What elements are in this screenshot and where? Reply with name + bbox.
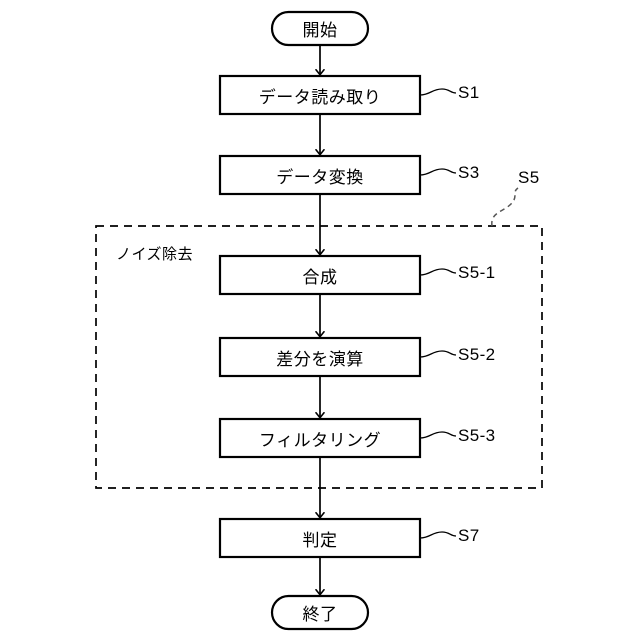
leader-line-s3 — [419, 168, 457, 176]
node-shape-convert-data[interactable] — [218, 154, 422, 196]
step-tag-s1: S1 — [458, 83, 480, 102]
leader-line-s1 — [419, 88, 457, 96]
step-tag-s5: S5 — [518, 168, 540, 187]
node-shape-read-data[interactable] — [218, 74, 422, 116]
step-tag-s3: S3 — [458, 163, 480, 182]
node-shape-end[interactable] — [270, 594, 370, 631]
step-tag-s5-2: S5-2 — [458, 345, 496, 364]
step-tag-s7: S7 — [458, 526, 480, 545]
group-box-noise-removal — [95, 225, 543, 489]
group-caption-noise-removal: ノイズ除去 — [116, 246, 194, 263]
leader-line-s5 — [491, 187, 519, 227]
leader-line-s5-3 — [419, 431, 457, 439]
leader-line-s5-2 — [419, 350, 457, 358]
node-shape-compute-difference[interactable] — [218, 336, 422, 378]
node-shape-synthesize[interactable] — [218, 254, 422, 296]
node-shape-filtering[interactable] — [218, 417, 422, 459]
step-tag-s5-3: S5-3 — [458, 426, 496, 445]
step-tag-s5-1: S5-1 — [458, 263, 496, 282]
node-shape-judge[interactable] — [218, 517, 422, 559]
leader-line-s7 — [419, 531, 457, 539]
node-shape-start[interactable] — [270, 10, 370, 47]
leader-line-s5-1 — [419, 268, 457, 276]
